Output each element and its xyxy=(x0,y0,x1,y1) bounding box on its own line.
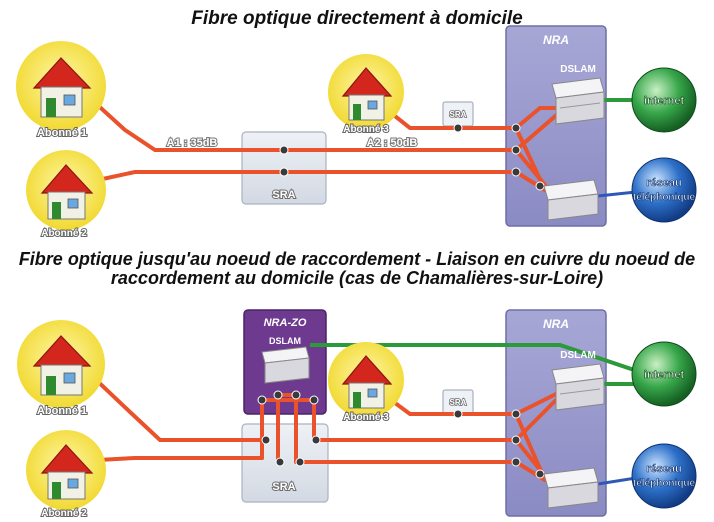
loss-label-a2: A2 : 50dB xyxy=(367,137,418,149)
reseau-label-line1-2: réseau xyxy=(646,463,681,475)
reseau-label-line1: réseau xyxy=(646,177,681,189)
house-abonne2: Abonné 2 xyxy=(26,150,106,240)
sra-small-label-2: SRA xyxy=(450,398,467,407)
phone-link-2 xyxy=(597,476,637,486)
diagram-title-bottom-line1: Fibre optique jusqu'au noeud de raccorde… xyxy=(18,249,696,269)
phone-switch-device-2 xyxy=(543,467,599,509)
abonne1-label-2: Abonné 1 xyxy=(37,405,87,417)
fibre-line-abonne1 xyxy=(90,98,547,187)
sra-small-label: SRA xyxy=(450,110,467,119)
reseau-label-line2-2: téléphonique xyxy=(633,478,696,489)
internet-label: internet xyxy=(644,95,685,107)
abonne1-label: Abonné 1 xyxy=(37,127,87,139)
diagram-title-bottom: Fibre optique jusqu'au noeud de raccorde… xyxy=(0,250,714,288)
abonne3-label-2: Abonné 3 xyxy=(343,412,389,423)
dslam-device: DSLAM xyxy=(551,64,605,125)
internet-label-2: internet xyxy=(644,369,685,381)
abonne2-label-2: Abonné 2 xyxy=(41,508,87,519)
reseau-globe-2: réseau téléphonique xyxy=(631,443,697,509)
abonne2-label: Abonné 2 xyxy=(41,228,87,239)
nra-label: NRA xyxy=(543,33,569,47)
house-abonne1: Abonné 1 xyxy=(16,41,106,140)
nra-zo-dslam-label: DSLAM xyxy=(269,336,301,346)
diagram-title-bottom-line2: raccordement au domicile (cas de Chamali… xyxy=(110,268,604,288)
phone-switch-device xyxy=(543,179,599,221)
fibre-line-abonne2 xyxy=(96,170,547,192)
internet-globe: internet xyxy=(631,67,697,133)
abonne3-label: Abonné 3 xyxy=(343,124,389,135)
loss-label-a1: A1 : 35dB xyxy=(167,137,218,149)
reseau-label-line2: téléphonique xyxy=(633,192,696,203)
fibre-line-dslam xyxy=(514,106,562,130)
copper-line-abonne2 xyxy=(96,456,264,462)
dslam-device-2: DSLAM xyxy=(551,350,605,411)
dslam-label-2: DSLAM xyxy=(560,350,596,361)
dslam-label: DSLAM xyxy=(560,64,596,75)
phone-link xyxy=(597,190,637,198)
top-diagram: NRA SRA SRA A1 : 35dB A2 : 50dB xyxy=(16,25,697,240)
house-abonne3: Abonné 3 xyxy=(328,54,404,136)
nra-label-2: NRA xyxy=(543,317,569,331)
diagram-title-top: Fibre optique directement à domicile xyxy=(191,8,523,29)
copper-line-abonne1 xyxy=(90,374,264,442)
house-abonne1-2: Abonné 1 xyxy=(17,320,105,418)
house-abonne2-2: Abonné 2 xyxy=(26,430,106,520)
house-abonne3-2: Abonné 3 xyxy=(328,342,404,424)
internet-globe-2: internet xyxy=(631,341,697,407)
reseau-globe: réseau téléphonique xyxy=(631,157,697,223)
sra-label: SRA xyxy=(272,189,295,201)
bottom-diagram: NRA SRA NRA-ZO DSLAM SRA xyxy=(17,309,697,520)
nra-zo-label: NRA-ZO xyxy=(264,317,307,329)
nra-zo-internet-link xyxy=(310,343,641,374)
fibre-line-dslam-2 xyxy=(514,110,562,152)
nra-zo-dslam-device xyxy=(261,346,310,384)
sra-label-2: SRA xyxy=(272,481,295,493)
